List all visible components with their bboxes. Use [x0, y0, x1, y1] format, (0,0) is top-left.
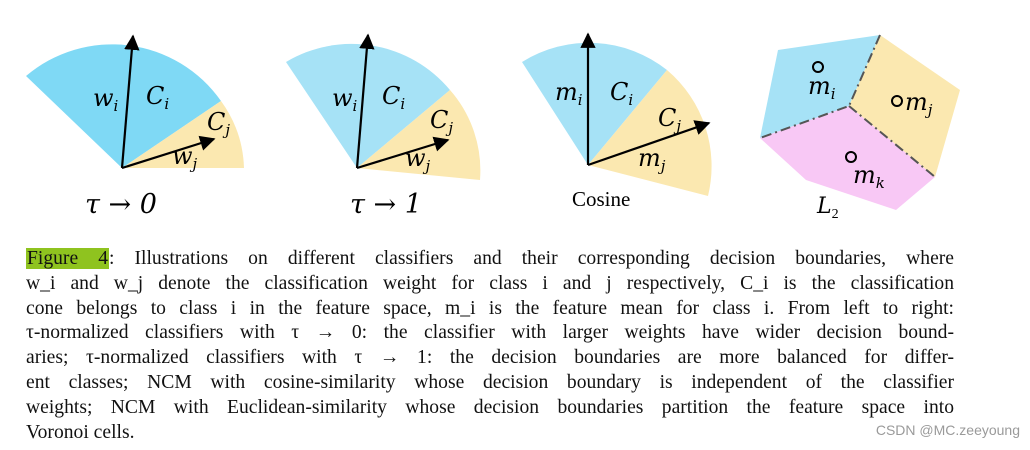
- mk-label: m: [853, 161, 876, 189]
- figure: wi Ci Cj wj τ → 0 wi Ci Cj wj τ → 1 mi C…: [26, 32, 960, 222]
- cj-label: C: [658, 104, 676, 132]
- cj-sub: j: [445, 119, 453, 137]
- panel-label: L: [816, 194, 832, 219]
- svg-text:mj: mj: [905, 88, 933, 119]
- svg-text:wi: wi: [93, 84, 119, 115]
- mj-label: m: [638, 144, 661, 172]
- wj-sub: j: [190, 155, 198, 173]
- mi-sub: i: [831, 85, 836, 103]
- cj-sub: j: [222, 121, 230, 139]
- weight-j-arrow: [121, 135, 216, 170]
- caption-line: aries; τ-normalized classifiers with τ →…: [26, 347, 954, 369]
- caption-line: Voronoi cells.: [26, 421, 135, 443]
- weight-i-arrow: [120, 34, 140, 169]
- panel-l2: mi mj mk L2: [759, 34, 960, 222]
- weight-i-arrow: [355, 33, 375, 169]
- panel-label: τ → 1: [350, 189, 422, 220]
- ci-label: C: [146, 82, 164, 110]
- caption-line: cone belongs to class i in the feature s…: [26, 297, 954, 319]
- panel-tau1: wi Ci Cj wj τ → 1: [286, 33, 481, 220]
- figure-caption: Figure 4: Illustrations on different cla…: [26, 247, 954, 445]
- mean-i-point: [812, 61, 824, 73]
- ci-label: C: [382, 82, 400, 110]
- mj-sub: j: [925, 101, 933, 119]
- wi-label: w: [332, 84, 353, 112]
- cone-j: [122, 101, 244, 168]
- wi-sub: i: [353, 97, 358, 115]
- ci-sub: i: [164, 95, 169, 113]
- cj-label: C: [430, 106, 448, 134]
- mean-j-arrow: [587, 120, 711, 167]
- voronoi-cell-i: [760, 35, 880, 138]
- mi-label: m: [808, 72, 831, 100]
- wj-label: w: [172, 142, 193, 170]
- svg-text:wi: wi: [332, 84, 358, 115]
- caption-line: Figure 4: Illustrations on different cla…: [26, 247, 954, 272]
- svg-text:mi: mi: [555, 78, 583, 109]
- panel-tau0: wi Ci Cj wj τ → 0: [26, 34, 244, 220]
- cone-i: [522, 42, 667, 165]
- weight-j-arrow: [356, 136, 450, 170]
- voronoi-cell-j: [849, 35, 960, 177]
- mi-sub: i: [578, 91, 583, 109]
- caption-line: τ-normalized classifiers with τ → 0: the…: [26, 322, 954, 344]
- mean-j-point: [891, 95, 903, 107]
- boundary-ij-ik: [759, 34, 881, 139]
- wj-sub: j: [423, 157, 431, 175]
- cone-i: [26, 44, 221, 169]
- caption-line: w_i and w_j denote the classification we…: [26, 272, 954, 294]
- caption-text: : Illustrations on different classifiers…: [109, 248, 954, 269]
- wi-sub: i: [114, 97, 119, 115]
- svg-text:mi: mi: [808, 72, 836, 103]
- panel-label-sub: 2: [832, 207, 839, 222]
- wi-label: w: [93, 84, 114, 112]
- svg-text:Cj: Cj: [658, 104, 681, 135]
- mean-k-point: [845, 151, 857, 163]
- svg-text:L2: L2: [816, 194, 839, 222]
- svg-text:Cj: Cj: [207, 108, 230, 139]
- svg-text:mk: mk: [853, 161, 885, 192]
- svg-text:wj: wj: [172, 142, 198, 173]
- svg-text:Ci: Ci: [146, 82, 169, 113]
- ci-sub: i: [628, 91, 633, 109]
- panel-label: Cosine: [572, 187, 630, 211]
- boundary-jk: [848, 105, 936, 178]
- mi-label: m: [555, 78, 578, 106]
- watermark: CSDN @MC.zeeyoung: [875, 422, 1020, 438]
- svg-text:Cj: Cj: [430, 106, 453, 137]
- panel-cosine: mi Ci Cj mj Cosine: [522, 32, 712, 211]
- ci-sub: i: [400, 95, 405, 113]
- cj-label: C: [207, 108, 225, 136]
- ci-label: C: [610, 78, 628, 106]
- caption-line: ent classes; NCM with cosine-similarity …: [26, 371, 954, 393]
- cone-j: [588, 70, 712, 196]
- mk-sub: k: [876, 174, 885, 192]
- voronoi-cell-k: [760, 106, 935, 210]
- figure-label: Figure 4: [26, 248, 110, 269]
- mj-label: m: [905, 88, 928, 116]
- panel-label: τ → 0: [85, 189, 157, 220]
- svg-text:Ci: Ci: [610, 78, 633, 109]
- svg-text:mj: mj: [638, 144, 666, 175]
- wj-label: w: [405, 144, 426, 172]
- svg-text:Ci: Ci: [382, 82, 405, 113]
- caption-line: weights; NCM with Euclidean-similarity w…: [26, 396, 954, 418]
- cj-sub: j: [673, 117, 681, 135]
- mj-sub: j: [658, 157, 666, 175]
- svg-text:wj: wj: [405, 144, 431, 175]
- cone-i: [286, 43, 450, 168]
